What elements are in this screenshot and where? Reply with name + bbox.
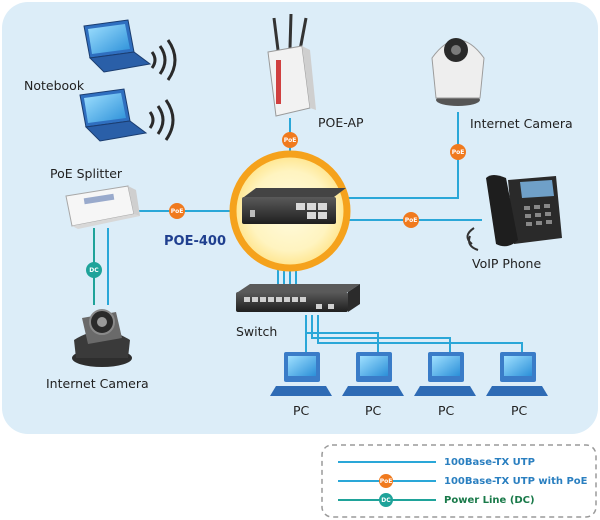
dc-badge: DC: [86, 262, 102, 278]
svg-text:PoE: PoE: [405, 217, 418, 224]
line-camera-switch: [344, 112, 459, 199]
voip-phone-label: VoIP Phone: [472, 256, 541, 271]
pc-label: PC: [293, 403, 310, 418]
connections: [107, 112, 523, 352]
poe-400-switch: [242, 188, 346, 224]
pc-icon: [486, 352, 548, 396]
pc-label: PC: [365, 403, 382, 418]
svg-text:PoE: PoE: [452, 149, 465, 156]
internet-camera-icon: [431, 38, 485, 106]
notebook-label: Notebook: [24, 78, 85, 93]
pc-icon: [342, 352, 404, 396]
poe-badge: PoE: [169, 203, 185, 219]
svg-text:DC: DC: [89, 267, 99, 274]
poe-ap-label: POE-AP: [318, 115, 364, 130]
pc-icon: [414, 352, 476, 396]
line-switch-pc-3: [311, 315, 451, 352]
notebook-icon: [79, 88, 148, 142]
voip-phone-icon: [466, 175, 562, 251]
switch-label: Switch: [236, 324, 277, 339]
poe-badge: PoE: [450, 144, 466, 160]
pc-label: PC: [511, 403, 528, 418]
pc-icon: [270, 352, 332, 396]
svg-text:PoE: PoE: [284, 137, 297, 144]
svg-text:PoE: PoE: [171, 208, 184, 215]
wifi-signal-icon: [150, 39, 177, 81]
svg-text:DC: DC: [381, 497, 391, 504]
svg-text:PoE: PoE: [380, 478, 393, 485]
wifi-signal-icon: [148, 99, 175, 141]
legend-dc-badge: [379, 493, 393, 507]
legend-utp-label: 100Base-TX UTP: [444, 457, 535, 468]
poe-splitter-icon: [65, 185, 140, 229]
legend-utp-poe-label: 100Base-TX UTP with PoE: [444, 476, 588, 487]
poe-badge: PoE: [282, 132, 298, 148]
legend: 100Base-TX UTP PoE 100Base-TX UTP with P…: [321, 444, 597, 518]
access-point-icon: [267, 13, 316, 117]
poe-badge: PoE: [403, 212, 419, 228]
internet-camera-icon: [72, 309, 132, 367]
camera-top-label: Internet Camera: [470, 116, 573, 131]
camera-bottom-label: Internet Camera: [46, 376, 149, 391]
pc-label: PC: [438, 403, 455, 418]
legend-poe-badge: [379, 474, 393, 488]
poe-splitter-label: PoE Splitter: [50, 166, 123, 181]
legend-power-label: Power Line (DC): [444, 495, 535, 506]
notebook-icon: [83, 19, 152, 73]
switch-name-label: POE-400: [164, 234, 226, 249]
line-switch-pc-4: [317, 315, 523, 352]
switch-icon: [236, 284, 360, 312]
